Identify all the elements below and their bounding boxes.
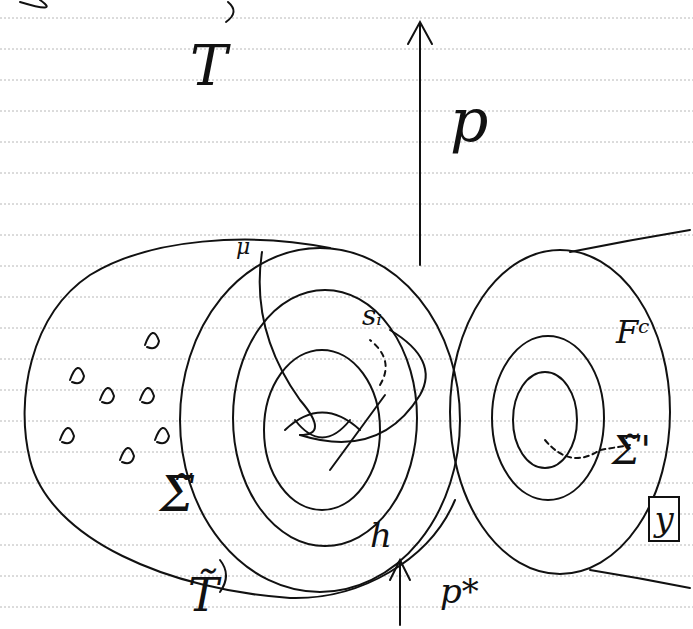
box-text: y — [654, 502, 673, 536]
math-label: Fᶜ — [616, 316, 649, 348]
math-label: h — [370, 518, 392, 552]
math-label: Σ̃ — [160, 470, 194, 518]
math-label: T̃ — [188, 572, 219, 618]
math-label: μ — [236, 236, 250, 258]
math-label: sᵢ — [362, 302, 382, 330]
boxed-symbol: y — [648, 496, 680, 542]
math-label: T — [190, 38, 227, 94]
math-label: p — [450, 90, 488, 150]
math-label: p* — [440, 574, 479, 608]
math-label: Σ̃' — [612, 430, 651, 470]
